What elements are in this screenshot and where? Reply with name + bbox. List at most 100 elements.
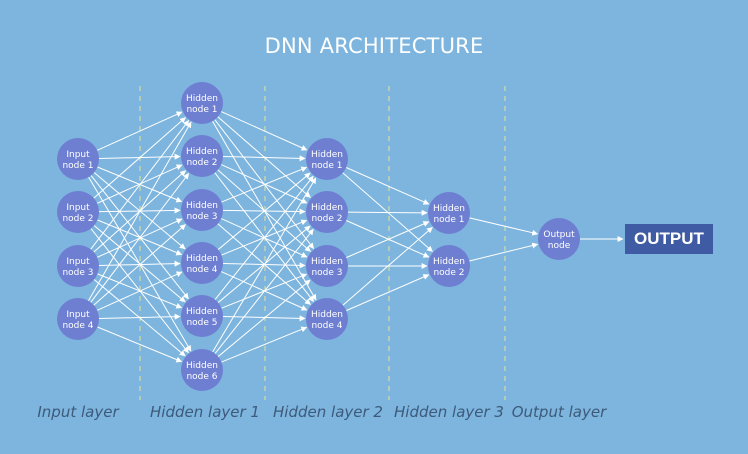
node-label-line: node 4 xyxy=(62,321,93,331)
edge-l2-n2-to-l3-n1 xyxy=(347,209,428,216)
hidden-layer-2-label: Hidden layer 2 xyxy=(273,403,383,421)
node-label-line: Hidden xyxy=(186,307,218,317)
edge-l1-n6-to-l2-n2 xyxy=(214,228,314,354)
node-circle xyxy=(181,349,223,391)
node-label-line: node 2 xyxy=(311,214,342,224)
node-circle xyxy=(538,218,580,260)
node-label-line: Hidden xyxy=(433,257,465,267)
node-label-line: Hidden xyxy=(186,94,218,104)
node-label-line: node 6 xyxy=(186,372,217,382)
node-label-line: node 5 xyxy=(186,318,217,328)
edge-l0-n2-to-l1-n2 xyxy=(96,164,183,204)
edge-l3-n2-to-l4-n1 xyxy=(469,242,539,262)
edge-l1-n3-to-l2-n1 xyxy=(221,166,308,203)
edge-l1-n1-to-l2-n1 xyxy=(220,111,308,151)
node-label-line: Hidden xyxy=(186,254,218,264)
node-label-line: node 1 xyxy=(433,215,464,225)
node-label-line: node 1 xyxy=(186,105,217,115)
edge-l2-n4-to-l3-n1 xyxy=(342,227,433,306)
node-label-line: node xyxy=(548,241,571,251)
node-label-line: Input xyxy=(66,150,90,160)
edges xyxy=(88,111,624,363)
node-circle xyxy=(181,242,223,284)
node-label-line: Hidden xyxy=(433,204,465,214)
edge-l2-n3-to-l3-n1 xyxy=(346,221,430,259)
node-label-line: Hidden xyxy=(311,310,343,320)
node-label-line: node 1 xyxy=(62,161,93,171)
node-label-line: node 2 xyxy=(62,214,93,224)
node-label-line: Input xyxy=(66,257,90,267)
node-label-line: Hidden xyxy=(186,201,218,211)
edge-l1-n2-to-l2-n2 xyxy=(220,164,308,204)
node-label-line: node 3 xyxy=(62,268,93,278)
edge-l1-n4-to-l2-n1 xyxy=(217,172,311,250)
hidden-layer-3-label: Hidden layer 3 xyxy=(394,403,504,421)
edge-l0-n4-to-l1-n3 xyxy=(93,224,186,306)
edge-l2-n2-to-l3-n2 xyxy=(346,220,430,258)
node-label-line: Input xyxy=(66,203,90,213)
node-label-line: Output xyxy=(543,230,575,240)
edge-l0-n3-to-l1-n1 xyxy=(90,120,190,250)
node-label-line: Hidden xyxy=(186,361,218,371)
node-circle xyxy=(181,295,223,337)
node-circle xyxy=(181,135,223,177)
node-circle xyxy=(57,191,99,233)
node-circle xyxy=(57,298,99,340)
edge-l0-n4-to-l1-n4 xyxy=(96,271,183,311)
edge-l1-n5-to-l2-n1 xyxy=(214,175,314,300)
node-label-line: node 3 xyxy=(186,212,217,222)
node-label-line: Hidden xyxy=(311,150,343,160)
node-label-line: node 4 xyxy=(186,265,217,275)
node-label-line: node 4 xyxy=(311,321,342,331)
hidden-layer-1-label: Hidden layer 1 xyxy=(150,403,260,421)
edge-l2-n1-to-l3-n1 xyxy=(346,167,430,205)
node-circle xyxy=(428,245,470,287)
output-layer-label: Output layer xyxy=(511,403,607,421)
node-label-line: node 3 xyxy=(311,268,342,278)
edge-l0-n4-to-l1-n1 xyxy=(88,121,192,302)
edge-l0-n4-to-l1-n2 xyxy=(90,173,190,303)
edge-l1-n5-to-l2-n4 xyxy=(222,315,306,322)
edge-l1-n6-to-l2-n3 xyxy=(217,279,311,357)
node-circle xyxy=(57,138,99,180)
edge-l0-n1-to-l1-n1 xyxy=(96,111,183,151)
node-circle xyxy=(428,192,470,234)
edge-l0-n2-to-l1-n1 xyxy=(93,117,186,199)
node-label-line: node 2 xyxy=(433,268,464,278)
node-circle xyxy=(306,138,348,180)
diagram-title: DNN ARCHITECTURE xyxy=(264,34,484,58)
node-label-line: node 2 xyxy=(186,158,217,168)
node-label-line: node 1 xyxy=(311,161,342,171)
node-circle xyxy=(306,245,348,287)
node-label-line: Hidden xyxy=(311,203,343,213)
edge-l2-n4-to-l3-n2 xyxy=(346,274,430,312)
node-circle xyxy=(306,298,348,340)
node-circle xyxy=(306,191,348,233)
node-label-line: Input xyxy=(66,310,90,320)
edge-l1-n6-to-l2-n4 xyxy=(221,326,308,363)
output-box: OUTPUT xyxy=(625,224,713,254)
node-circle xyxy=(181,189,223,231)
node-circle xyxy=(57,245,99,287)
edge-l1-n6-to-l2-n1 xyxy=(212,177,317,353)
node-label-line: Hidden xyxy=(186,147,218,157)
